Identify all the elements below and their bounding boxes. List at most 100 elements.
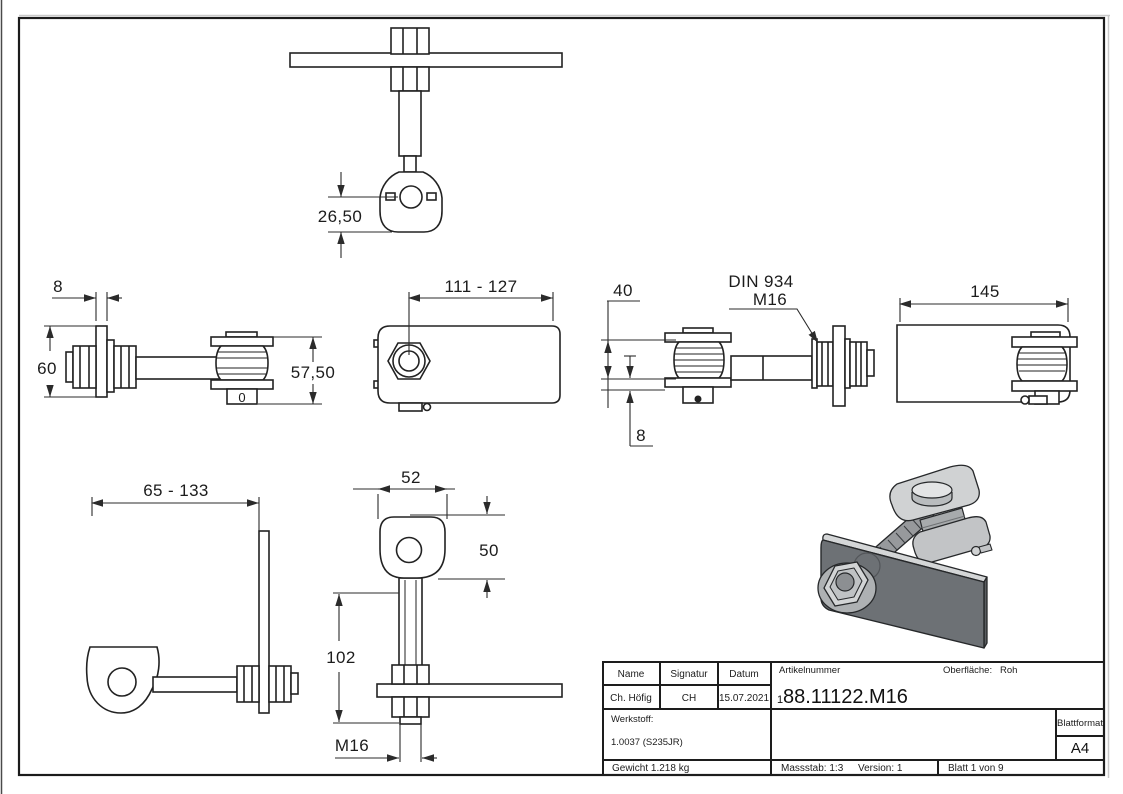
bolt-head xyxy=(72,345,97,389)
hinge-top-plate xyxy=(1011,336,1078,348)
cell-date-label: Datum xyxy=(729,669,758,680)
nut-upper xyxy=(391,664,430,685)
tab-hole xyxy=(694,395,702,403)
plate-top-3d xyxy=(822,533,988,583)
nut-left xyxy=(816,341,834,387)
hinge-bottom-plate xyxy=(1011,380,1078,392)
bottom-left-view: 65 - 133 xyxy=(85,481,299,714)
dim-text-8-right: 8 xyxy=(636,426,646,445)
surface-value: Roh xyxy=(1000,665,1017,676)
article-number: 88.11122.M16 xyxy=(783,686,908,708)
left-side-view: 0 8 60 57,50 xyxy=(37,277,335,405)
dim-text-60: 60 xyxy=(37,359,57,378)
grease-nipple xyxy=(422,402,432,412)
tab xyxy=(398,402,423,412)
dim-8-right: 8 xyxy=(601,355,665,447)
bracket-hole xyxy=(107,667,137,697)
dim-text-145: 145 xyxy=(970,282,1000,301)
flat-bar xyxy=(832,325,846,407)
bottom-center-view: 52 50 102 M16 xyxy=(326,468,563,762)
version-value: Version: 1 xyxy=(858,763,903,774)
pin-right xyxy=(426,192,437,201)
dim-40: 40 xyxy=(601,281,676,408)
dim-102: 102 xyxy=(326,592,399,724)
hinge-barrel xyxy=(673,341,725,379)
isometric-view xyxy=(817,464,993,649)
format-label: Blattformat xyxy=(1057,718,1103,729)
sheet-number: Blatt 1 von 9 xyxy=(948,763,1004,774)
hinge-tab xyxy=(226,388,258,405)
dim-text-65-133: 65 - 133 xyxy=(143,481,209,500)
upper-nut xyxy=(390,27,430,55)
rod-neck xyxy=(403,155,417,173)
material-value: 1.0037 (S235JR) xyxy=(611,737,683,748)
dim-111-127: 111 - 127 xyxy=(408,277,554,355)
flat-bar xyxy=(289,52,563,68)
dim-text-111-127: 111 - 127 xyxy=(445,277,518,296)
dim-60: 60 xyxy=(37,325,96,398)
material-label: Werkstoff: xyxy=(611,714,653,725)
surface-label: Oberfläche: xyxy=(943,665,992,676)
scale-value: Massstab: 1:3 xyxy=(781,763,844,774)
bolt-shaft xyxy=(152,676,238,693)
dim-text-m16: M16 xyxy=(335,736,369,755)
article-label: Artikelnummer xyxy=(779,665,840,676)
dim-text-52: 52 xyxy=(401,468,421,487)
din-callout: DIN 934 M16 xyxy=(728,272,819,344)
title-block-frame xyxy=(601,660,1106,777)
dim-text-26-50: 26,50 xyxy=(318,207,363,226)
hinge-barrel xyxy=(215,345,269,381)
dim-text-102: 102 xyxy=(326,648,356,667)
bolt-tip-3d xyxy=(835,572,855,592)
hinge-top-plate xyxy=(664,332,732,343)
bracket-hole xyxy=(395,536,423,564)
format-value: A4 xyxy=(1071,740,1089,757)
cell-date-value: 15.07.2021 xyxy=(719,693,769,704)
body-plate xyxy=(377,325,561,404)
dim-text-40: 40 xyxy=(613,281,633,300)
rod-end xyxy=(399,716,422,725)
dim-52: 52 xyxy=(353,468,455,519)
hinge-barrel xyxy=(1016,346,1068,382)
grease-pin-3d xyxy=(978,543,993,554)
grease-nipple xyxy=(1020,395,1030,405)
dim-65-133: 65 - 133 xyxy=(91,481,260,531)
article-number-prefix: 1 xyxy=(777,694,783,706)
hinge-top-plate xyxy=(210,336,274,347)
din-callout-line2: M16 xyxy=(753,290,787,309)
top-view: 26,50 xyxy=(289,27,563,258)
dim-text-57-50: 57,50 xyxy=(291,363,336,382)
nut-right xyxy=(849,341,868,387)
flat-bar xyxy=(376,683,563,698)
cell-signature-label: Signatur xyxy=(670,669,708,680)
dim-50: 50 xyxy=(410,496,505,598)
title-block: Name Signatur Datum Ch. Höfig CH 15.07.2… xyxy=(601,660,1106,777)
hinge-tab xyxy=(682,386,714,404)
dim-text-50: 50 xyxy=(479,541,499,560)
nut xyxy=(113,345,137,389)
hinge-bottom-plate xyxy=(210,379,274,390)
weight-value: Gewicht 1.218 kg xyxy=(612,763,689,774)
cap-top-3d xyxy=(911,481,953,499)
dim-145: 145 xyxy=(899,282,1069,322)
nut-lower xyxy=(391,696,430,718)
bolt-end xyxy=(290,672,299,695)
hex-nut-front xyxy=(387,342,431,380)
nut-right xyxy=(268,665,292,703)
sheet-border xyxy=(17,16,1106,777)
washer xyxy=(106,339,115,393)
flat-bar xyxy=(258,530,270,714)
bolt-end xyxy=(65,351,74,383)
right-side-view: 40 8 DIN 934 M16 xyxy=(601,272,875,447)
bolt-shaft xyxy=(135,356,223,380)
threaded-rod xyxy=(398,90,422,157)
cell-name-label: Name xyxy=(618,669,645,680)
bracket-hole xyxy=(399,185,423,209)
dim-m16: M16 xyxy=(335,724,437,762)
grease-pin xyxy=(1028,395,1048,405)
cell-name-value: Ch. Höfig xyxy=(610,693,652,704)
dim-text-0: 0 xyxy=(238,390,245,405)
lower-nut xyxy=(390,66,430,92)
